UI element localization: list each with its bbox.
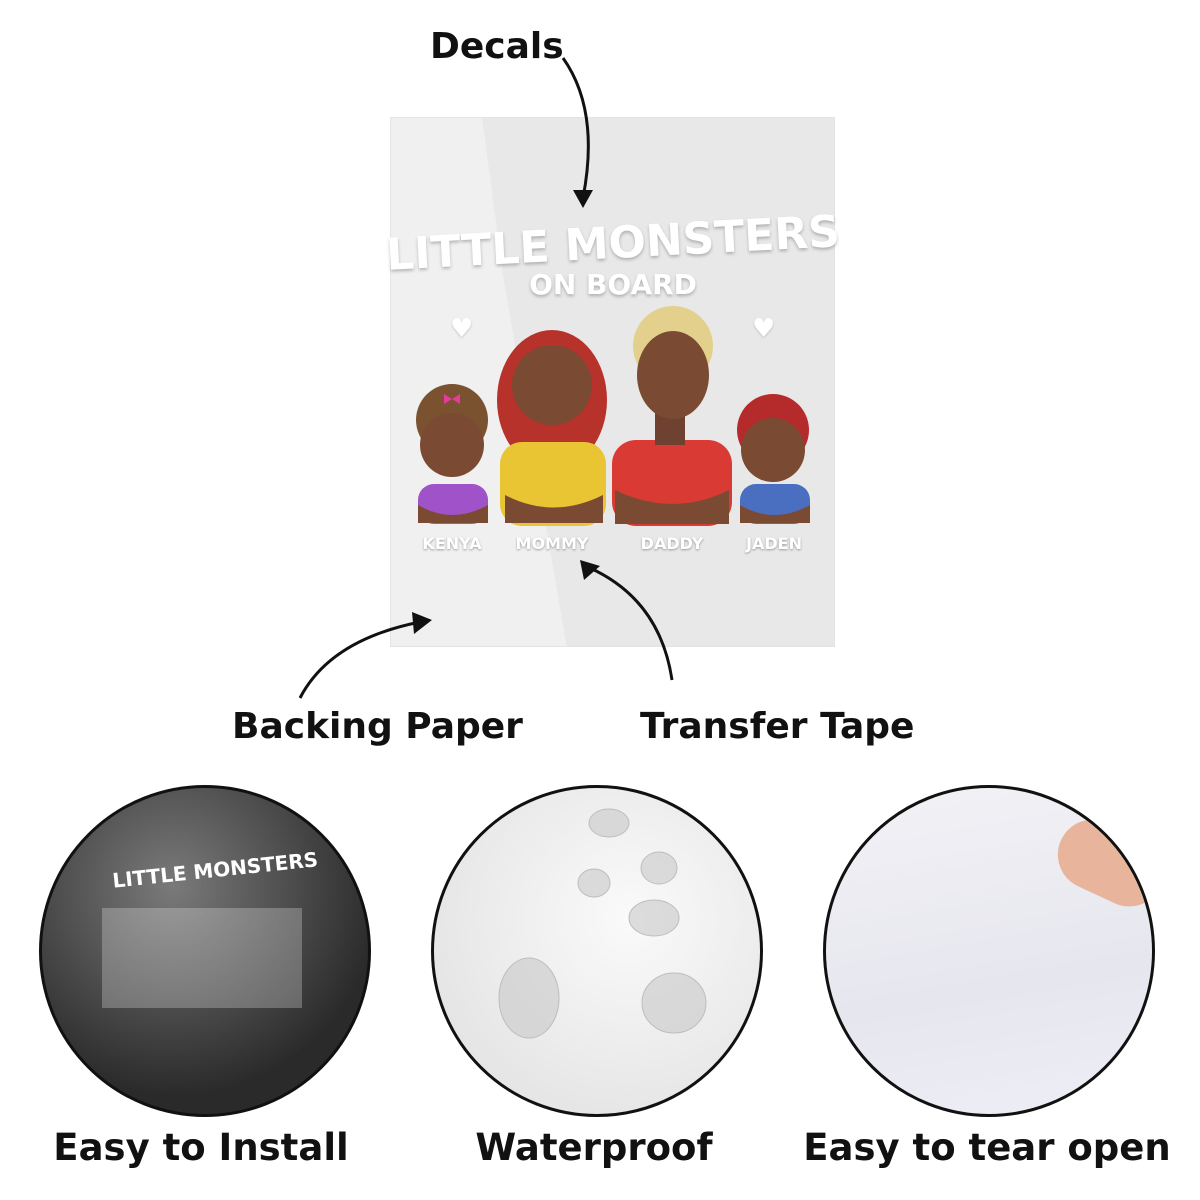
character-mommy (497, 330, 607, 526)
tear-open-photo (823, 785, 1155, 1117)
decal-subtitle: ON BOARD (529, 268, 697, 301)
install-photo: LITTLE MONSTERS (39, 785, 371, 1117)
character-kenya (416, 384, 488, 524)
arrows (298, 57, 674, 699)
tape-arrow-icon (589, 566, 674, 681)
backing-arrow-icon (298, 620, 421, 699)
heart-icon: ♥ (752, 314, 776, 344)
character-jaden (737, 394, 810, 524)
decals-arrow-icon (561, 57, 590, 199)
water-droplets (498, 808, 707, 1039)
member-name: MOMMY (515, 534, 589, 553)
feature-caption: Easy to tear open (803, 1126, 1171, 1169)
backing-paper-label: Backing Paper (232, 706, 523, 747)
decals-label: Decals (430, 26, 564, 67)
character-daddy (612, 306, 732, 526)
feature-caption: Waterproof (475, 1126, 713, 1169)
heart-icon: ♥ (450, 314, 474, 344)
family-characters (416, 306, 810, 526)
feature-caption: Easy to Install (53, 1126, 349, 1169)
transfer-tape-label: Transfer Tape (640, 706, 915, 747)
waterproof-photo (431, 785, 763, 1117)
member-name: KENYA (422, 534, 482, 553)
member-name: JADEN (746, 534, 802, 553)
install-decal-title: LITTLE MONSTERS (111, 847, 320, 893)
install-decal-sheet (102, 908, 302, 1008)
finger (1046, 808, 1152, 918)
member-name: DADDY (640, 534, 704, 553)
